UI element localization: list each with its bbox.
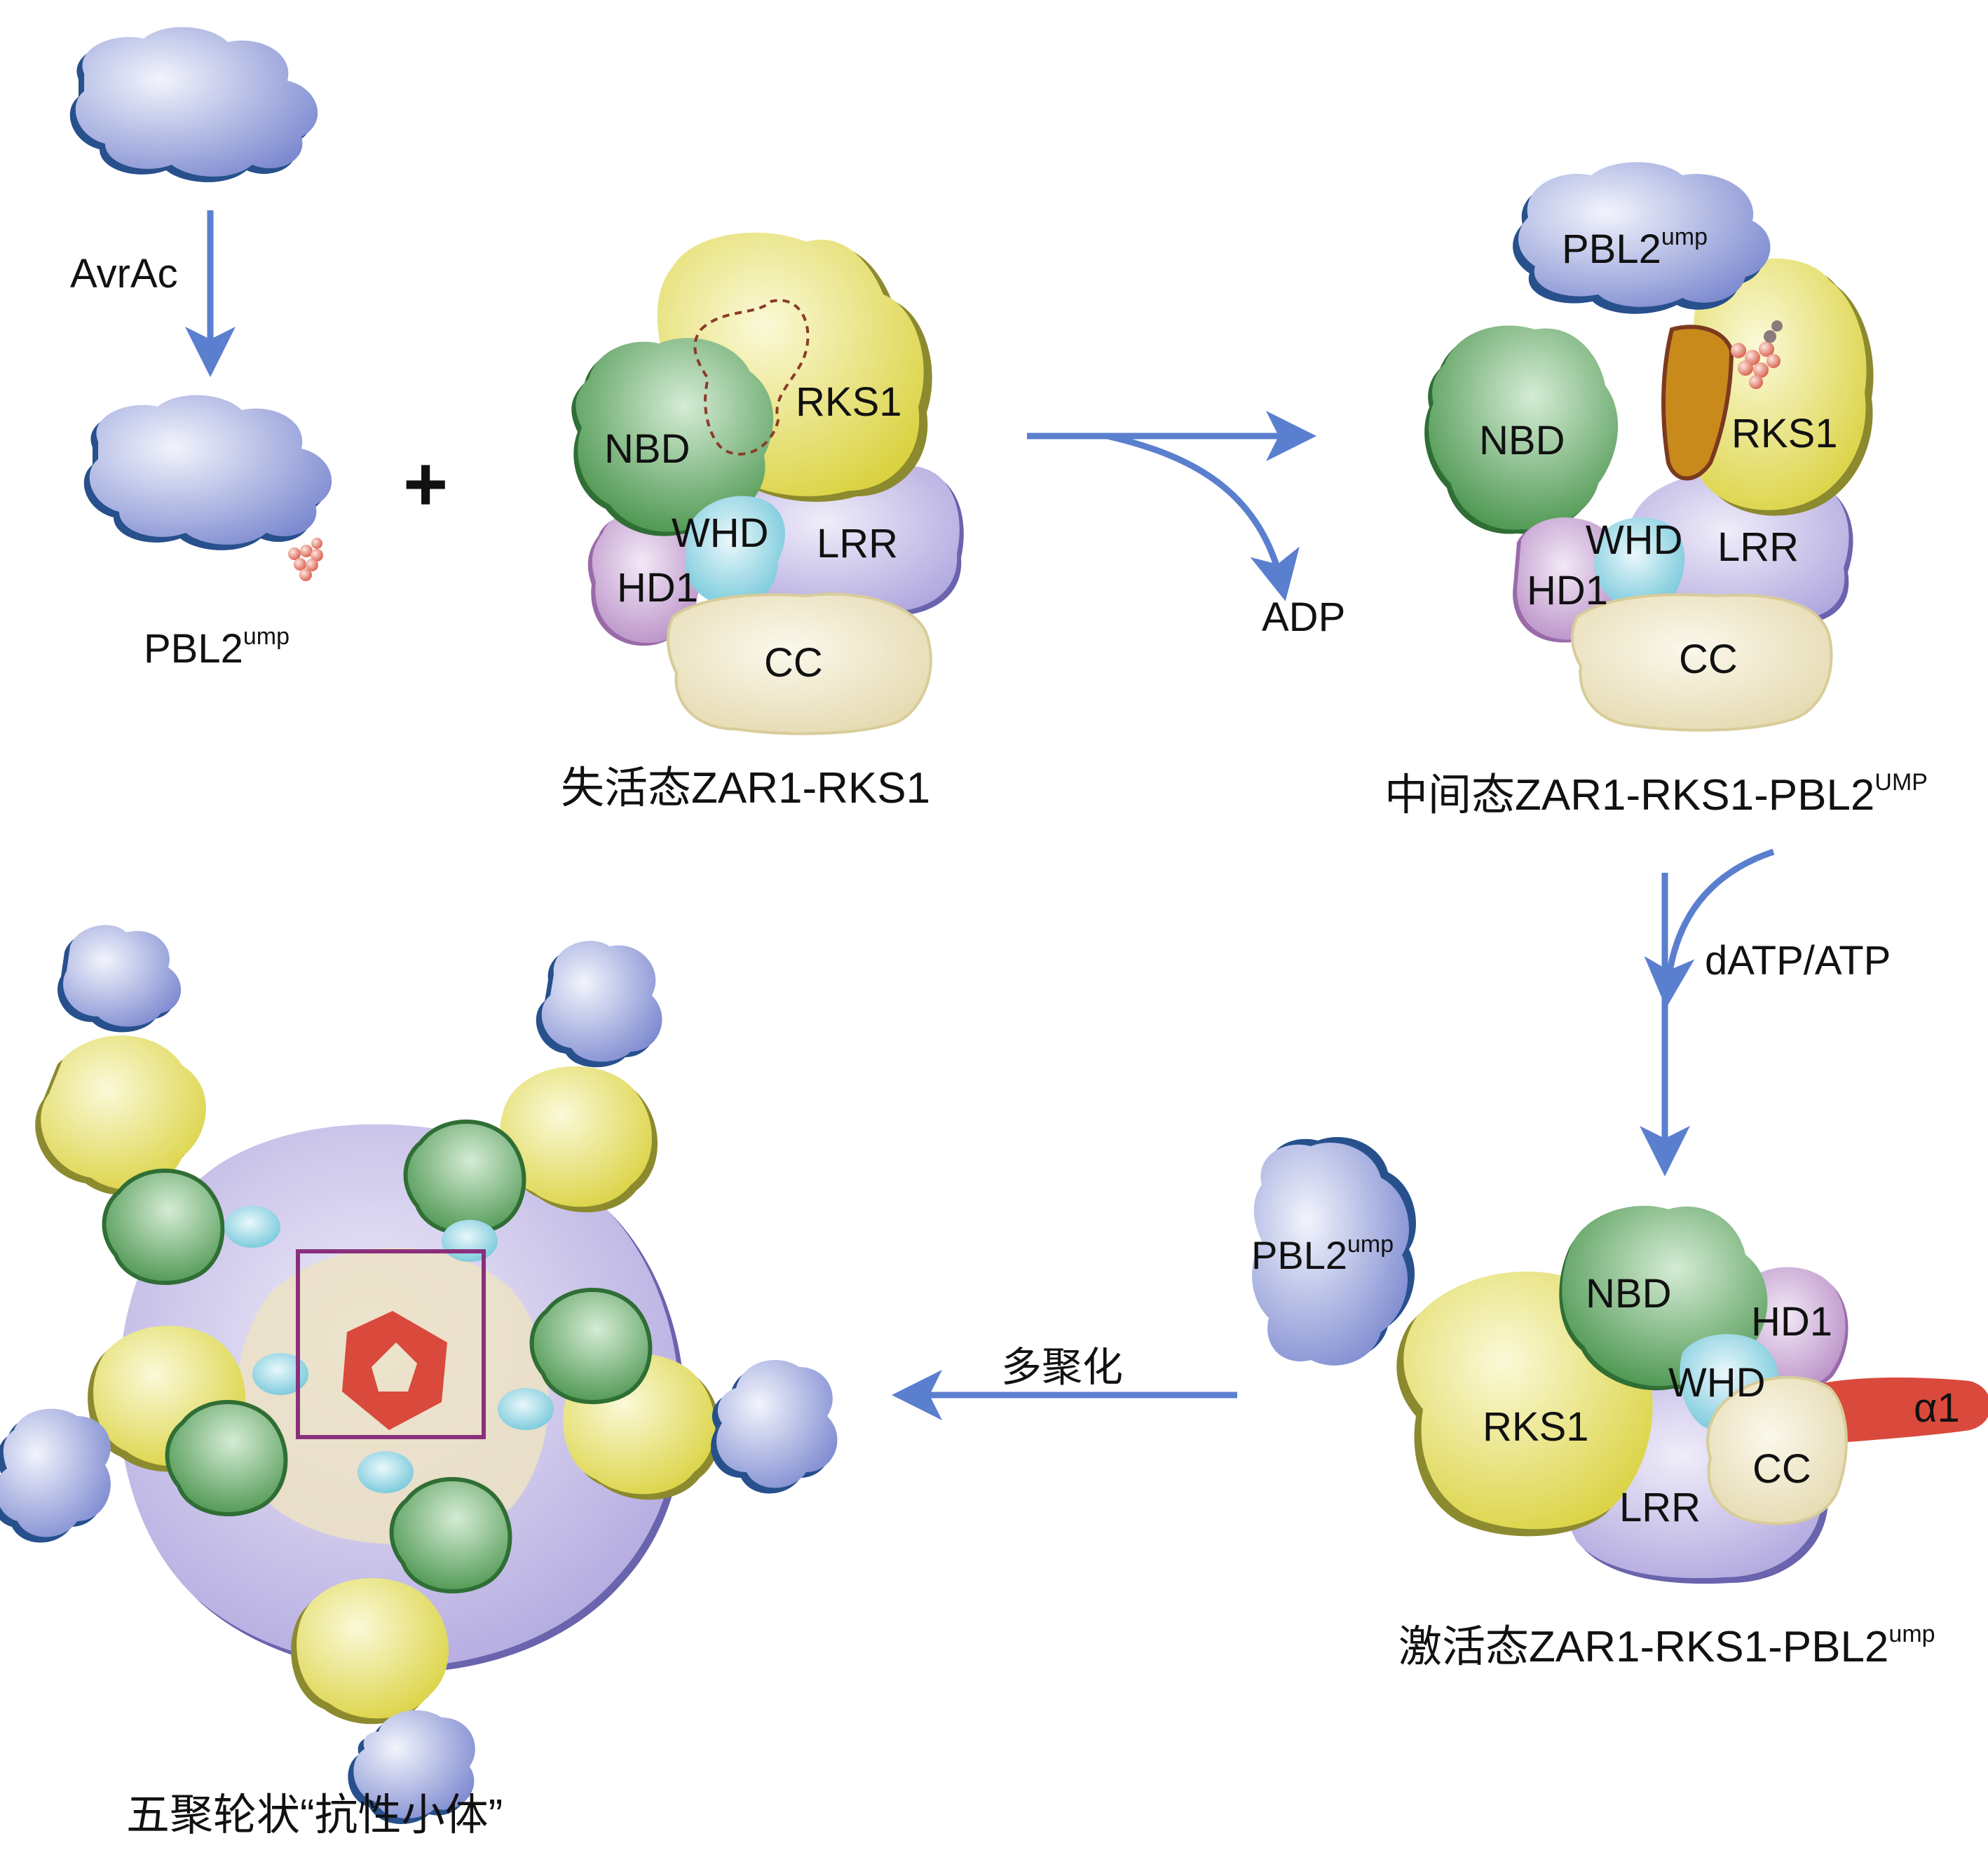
active-cc-domain <box>1706 1375 1848 1525</box>
active-pbl2-label: PBL2ump <box>1251 1231 1394 1277</box>
inactive-rks1-pocket-outline <box>693 299 810 456</box>
inactive-lrr-label: LRR <box>817 521 898 566</box>
inactive-hd1-label: HD1 <box>617 565 698 611</box>
active-complex: PBL2ump NBD HD1 WHD RKS1 CC LRR α1 <box>1251 1137 1988 1584</box>
active-rks1-label: RKS1 <box>1483 1404 1589 1450</box>
active-alpha1-helix <box>1816 1378 1988 1444</box>
pbl2-native <box>69 27 318 182</box>
inactive-whd-label: WHD <box>672 510 769 556</box>
alpha1-funnel-pentagon <box>342 1311 447 1430</box>
intermediate-lrr-label: LRR <box>1717 524 1799 570</box>
intermediate-complex: PBL2ump NBD RKS1 WHD LRR HD1 CC <box>1424 162 1874 732</box>
inactive-cc-domain <box>667 592 932 735</box>
active-nbd-label: NBD <box>1586 1271 1671 1317</box>
active-lrr-label: LRR <box>1619 1485 1701 1530</box>
inactive-complex: RKS1 NBD WHD LRR HD1 CC <box>571 232 964 735</box>
ump-modification <box>288 538 323 581</box>
active-hd1-label: HD1 <box>1751 1299 1832 1345</box>
intermediate-cc-label: CC <box>1679 637 1738 682</box>
funnel-highlight-box <box>296 1249 486 1439</box>
intermediate-ump-beads <box>1731 320 1783 389</box>
adp-release-arrow <box>1027 411 1316 601</box>
active-alpha1-label: α1 <box>1914 1385 1960 1431</box>
inactive-hd1-domain <box>587 510 702 646</box>
resistosome <box>0 925 838 1824</box>
resistosome-caption: 五聚轮状“抗性小体” <box>126 1791 503 1839</box>
intermediate-caption: 中间态ZAR1-RKS1-PBL2UMP <box>1384 769 1928 819</box>
intermediate-whd-domain <box>1594 517 1685 609</box>
inactive-whd-domain <box>685 496 785 607</box>
pbl2-ump-label: PBL2ump <box>144 623 290 672</box>
inactive-caption: 失活态ZAR1-RKS1 <box>561 764 930 812</box>
intermediate-rks1-label: RKS1 <box>1731 411 1838 456</box>
oligomerization-label: 多聚化 <box>1001 1345 1123 1390</box>
intermediate-nbd-domain <box>1424 325 1619 534</box>
protomer-2 <box>403 941 662 1262</box>
datp-atp-label: dATP/ATP <box>1705 938 1891 984</box>
datp-binding-arrow <box>1640 848 1775 1176</box>
intermediate-hd1-label: HD1 <box>1527 568 1608 613</box>
intermediate-whd-label: WHD <box>1586 517 1683 563</box>
protomer-1 <box>35 925 280 1285</box>
active-cc-label: CC <box>1752 1446 1811 1492</box>
protomer-5 <box>0 1326 308 1543</box>
protomer-4 <box>291 1451 512 1824</box>
intermediate-nbd-label: NBD <box>1479 418 1565 463</box>
intermediate-cc-domain <box>1571 593 1833 732</box>
active-whd-label: WHD <box>1668 1360 1766 1406</box>
pbl2-uridylated <box>83 395 332 550</box>
plus-sign: + <box>403 441 448 527</box>
inactive-nbd-domain <box>571 338 774 536</box>
protomer-3 <box>498 1288 838 1500</box>
active-pbl2 <box>1252 1137 1416 1366</box>
inactive-nbd-label: NBD <box>604 426 690 472</box>
intermediate-rks1-loop <box>1661 325 1734 481</box>
adp-label: ADP <box>1262 594 1345 640</box>
intermediate-pbl2-label: PBL2ump <box>1562 224 1708 272</box>
intermediate-pbl2 <box>1513 162 1771 314</box>
avrac-label: AvrAc <box>70 251 178 297</box>
active-caption: 激活态ZAR1-RKS1-PBL2ump <box>1398 1621 1935 1671</box>
inactive-rks1-label: RKS1 <box>796 379 902 425</box>
intermediate-rks1-domain <box>1686 258 1874 516</box>
inactive-cc-label: CC <box>764 640 823 686</box>
